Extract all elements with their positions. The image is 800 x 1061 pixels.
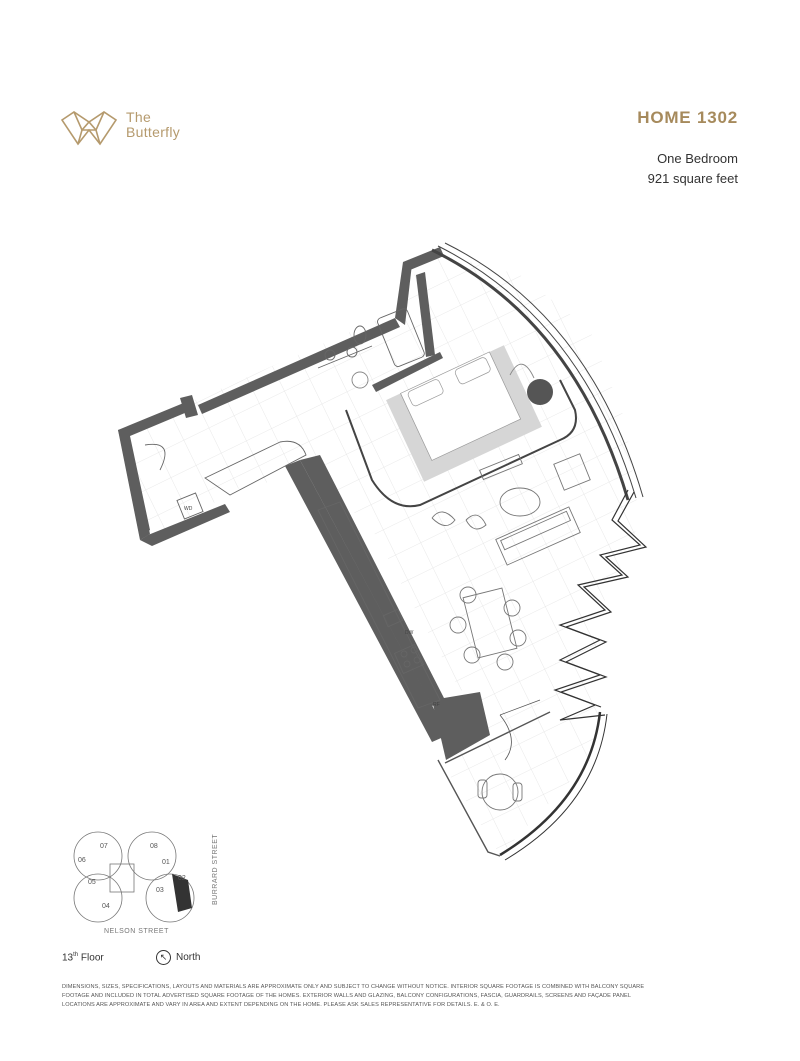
label-dishwasher: DW <box>405 630 414 636</box>
kitchen: DW RF <box>317 501 441 709</box>
key-plan: 07 08 06 01 05 02 04 03 <box>73 831 195 923</box>
keyplan-unit-06: 06 <box>78 857 86 864</box>
bed <box>386 345 542 482</box>
label-fridge: RF <box>433 702 440 708</box>
brand-logo: The Butterfly <box>60 106 210 156</box>
north-arrow-icon: ↖ <box>156 950 171 965</box>
dining <box>449 586 527 671</box>
unit-info: One Bedroom 921 square feet <box>648 149 738 189</box>
floor-area <box>125 255 640 855</box>
north-label: North <box>176 952 201 963</box>
folding-windows <box>499 489 648 861</box>
brand-line-1: The <box>126 109 152 125</box>
brand-line-2: Butterfly <box>126 124 181 140</box>
label-washer-dryer: WD <box>184 506 193 512</box>
street-burrard: BURRARD STREET <box>212 833 219 905</box>
floor-label: 13th Floor <box>62 952 104 963</box>
bathroom <box>317 308 425 369</box>
keyplan-unit-05: 05 <box>88 879 96 886</box>
keyplan-unit-07: 07 <box>100 843 108 850</box>
doors <box>499 699 541 761</box>
keyplan-unit-08: 08 <box>150 843 158 850</box>
bedroom <box>345 345 577 508</box>
balcony <box>437 711 551 857</box>
keyplan-unit-04: 04 <box>102 903 110 910</box>
floor-number: 13 <box>62 952 74 964</box>
curtain-wall <box>431 242 644 501</box>
unit-type: One Bedroom <box>657 151 738 166</box>
butterfly-logo-icon <box>60 111 118 146</box>
street-nelson: NELSON STREET <box>104 928 169 935</box>
entry: WD <box>144 440 307 520</box>
floor-suffix: th <box>73 952 79 958</box>
balcony-furniture <box>477 773 523 811</box>
brand-name: The Butterfly <box>126 110 206 140</box>
keyplan-unit-02: 02 <box>178 875 186 882</box>
north-indicator: ↖ North <box>156 950 200 965</box>
unit-area: 921 square feet <box>647 171 738 186</box>
keyplan-unit-01: 01 <box>162 859 170 866</box>
disclaimer: DIMENSIONS, SIZES, SPECIFICATIONS, LAYOU… <box>62 984 645 1008</box>
keyplan-unit-03: 03 <box>156 887 164 894</box>
living-room <box>431 453 591 566</box>
home-title: HOME 1302 <box>637 108 738 127</box>
floor-text: Floor <box>80 952 104 964</box>
